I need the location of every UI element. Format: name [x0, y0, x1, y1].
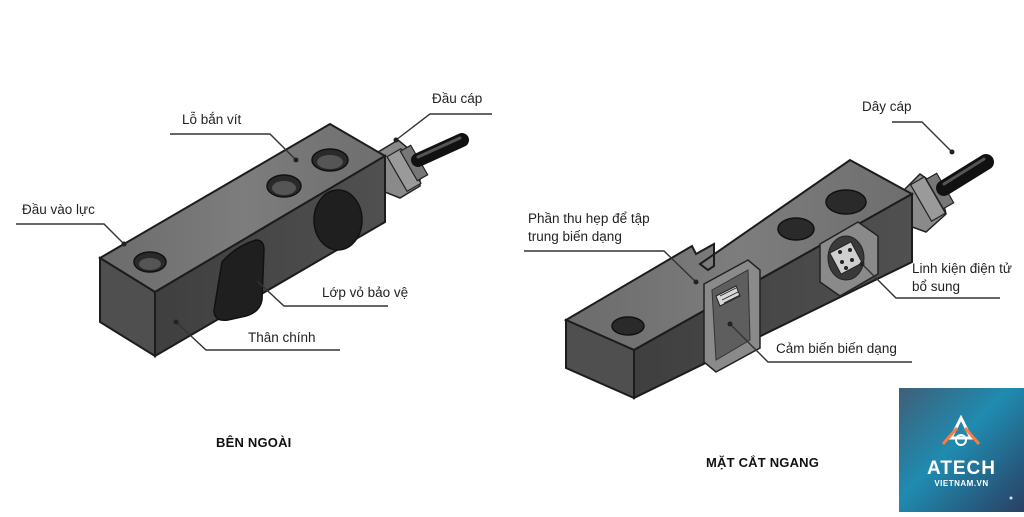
label-protective-cover: Lớp vỏ bảo vệ	[322, 285, 409, 300]
leader-dots	[121, 137, 955, 327]
label-narrow-section-line1: Phần thu hẹp để tập	[528, 211, 650, 226]
label-narrow-section-line2: trung biến dạng	[528, 229, 622, 244]
label-electronics-line2: bổ sung	[912, 279, 961, 294]
exterior-load-cell	[98, 122, 469, 358]
logo-mark-icon	[941, 414, 1013, 500]
label-electronics-line1: Linh kiện điện tử	[912, 261, 1012, 276]
strain-gauge	[715, 285, 741, 307]
caption-exterior: BÊN NGOÀI	[216, 435, 292, 450]
screw-holes	[133, 148, 349, 273]
cable-right	[936, 154, 994, 196]
leader-lines	[16, 113, 1000, 363]
electronics-board	[829, 241, 863, 275]
caption-cross-section: MẶT CẮT NGANG	[706, 455, 820, 470]
label-screw-hole: Lỗ bắn vít	[182, 112, 242, 127]
protective-cover	[213, 239, 265, 322]
label-main-body: Thân chính	[248, 330, 316, 345]
label-force-input: Đầu vào lực	[22, 202, 95, 217]
side-hole	[313, 189, 363, 251]
atech-logo: ATECH VIETNAM.VN	[899, 388, 1024, 512]
cross-section-load-cell	[563, 154, 994, 400]
label-cable: Dây cáp	[862, 99, 912, 114]
label-cable-head: Đầu cáp	[432, 91, 483, 106]
logo-brand: ATECH	[926, 458, 997, 479]
logo-domain: VIETNAM.VN	[934, 479, 989, 488]
label-strain-sensor: Cảm biến biến dạng	[776, 341, 897, 356]
cable-end	[411, 133, 469, 167]
